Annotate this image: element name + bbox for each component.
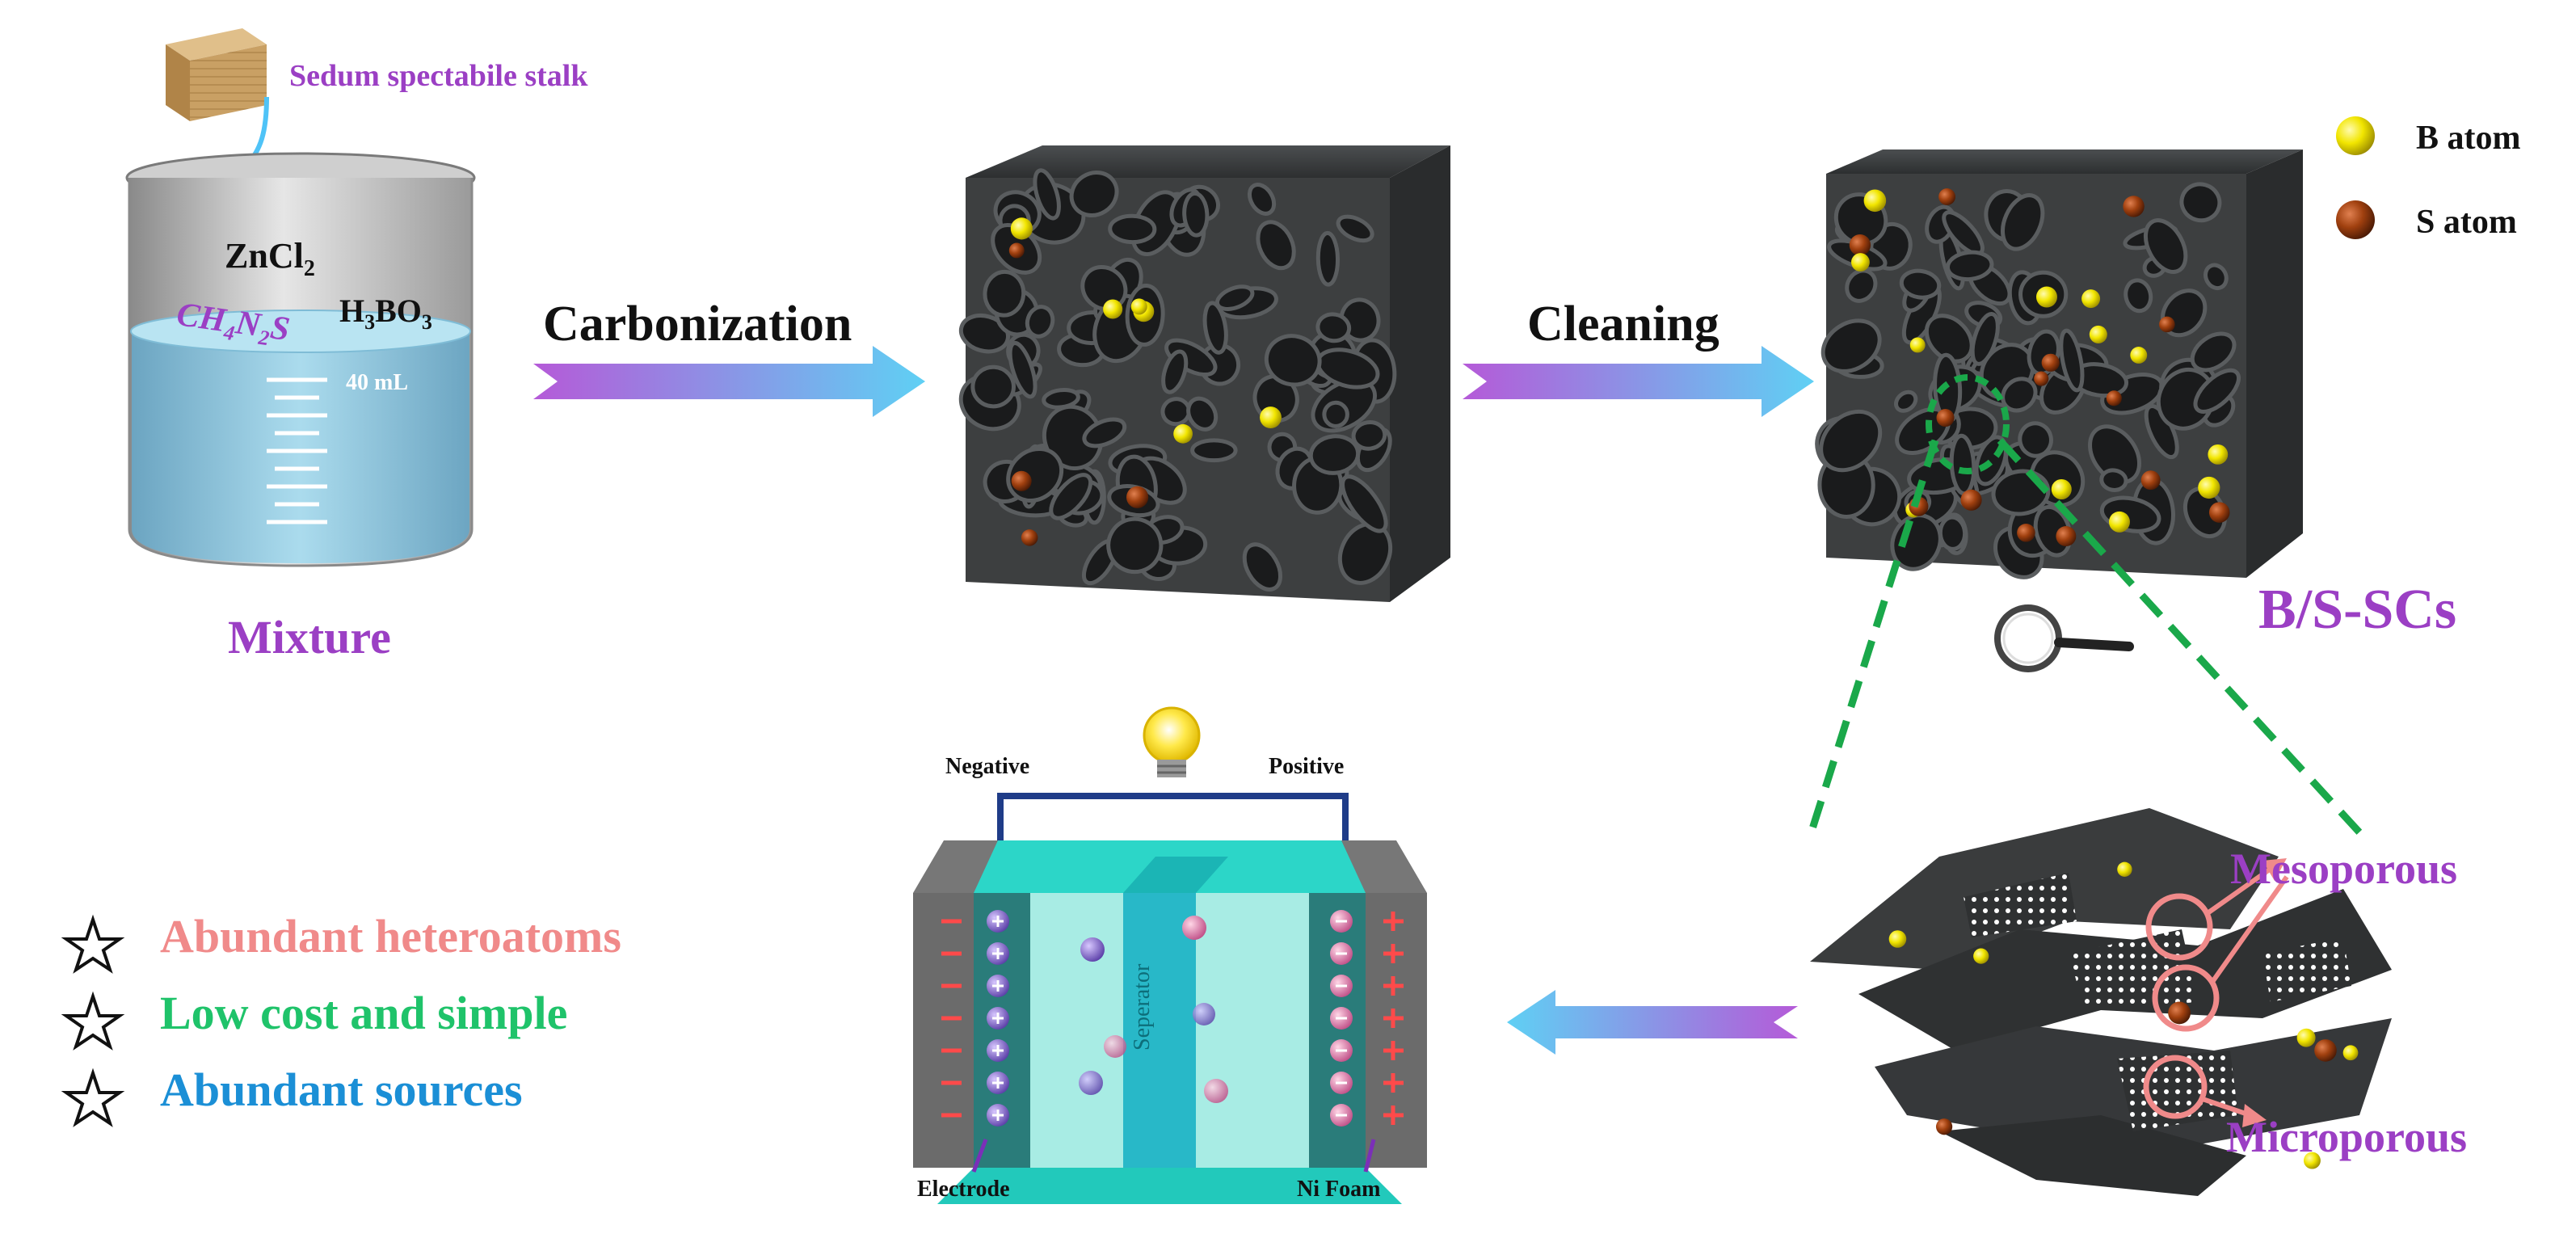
microporous-label: Microporous [2226, 1113, 2468, 1161]
negative-label: Negative [945, 754, 1030, 779]
feature-stars [61, 914, 125, 1127]
feature-sources: Abundant sources [160, 1063, 523, 1116]
feature-heteroatoms: Abundant heteroatoms [160, 910, 621, 962]
wood-cube-icon [166, 28, 267, 121]
carbonization-arrow [533, 346, 925, 417]
magnifier-icon [1994, 604, 2134, 672]
reagent-zncl2: ZnCl2 [225, 236, 315, 281]
star-icon [61, 914, 125, 974]
return-arrow [1507, 990, 1798, 1055]
product-caption: B/S-SCs [2258, 579, 2457, 641]
carbonized-cube [958, 145, 1450, 602]
cleaning-arrow [1463, 346, 1814, 417]
pore-markers [2143, 858, 2289, 1127]
zoom-circle [1926, 374, 2010, 474]
supercapacitor-device [913, 706, 1427, 1204]
reagent-h3bo3: H3BO3 [339, 293, 432, 334]
separator-label: Seperator [1130, 963, 1155, 1051]
star-icon [61, 1068, 125, 1127]
beaker-icon [125, 152, 476, 567]
b-atom-icon [2336, 116, 2375, 155]
zoom-line-right [1997, 437, 2363, 836]
feature-low-cost: Low cost and simple [160, 987, 568, 1039]
star-icon [61, 991, 125, 1051]
light-bulb-icon [1143, 706, 1201, 764]
mixture-caption: Mixture [228, 611, 391, 663]
ni-foam-label: Ni Foam [1297, 1177, 1381, 1202]
cleaning-label: Cleaning [1527, 297, 1719, 352]
carbonization-label: Carbonization [543, 297, 852, 352]
positive-label: Positive [1269, 754, 1345, 779]
electrode-label: Electrode [917, 1177, 1010, 1202]
volume-label: 40 mL [346, 370, 408, 395]
bs-scs-cube [1815, 150, 2303, 579]
b-atom-label: B atom [2416, 120, 2521, 157]
s-atom-label: S atom [2416, 204, 2517, 241]
zoom-line-left [1806, 439, 1939, 838]
s-atom-icon [2336, 200, 2375, 239]
graduation-marks [267, 377, 327, 524]
source-material-label: Sedum spectabile stalk [289, 59, 588, 93]
porous-sheets [1810, 808, 2392, 1196]
mesoporous-label: Mesoporous [2230, 844, 2458, 893]
